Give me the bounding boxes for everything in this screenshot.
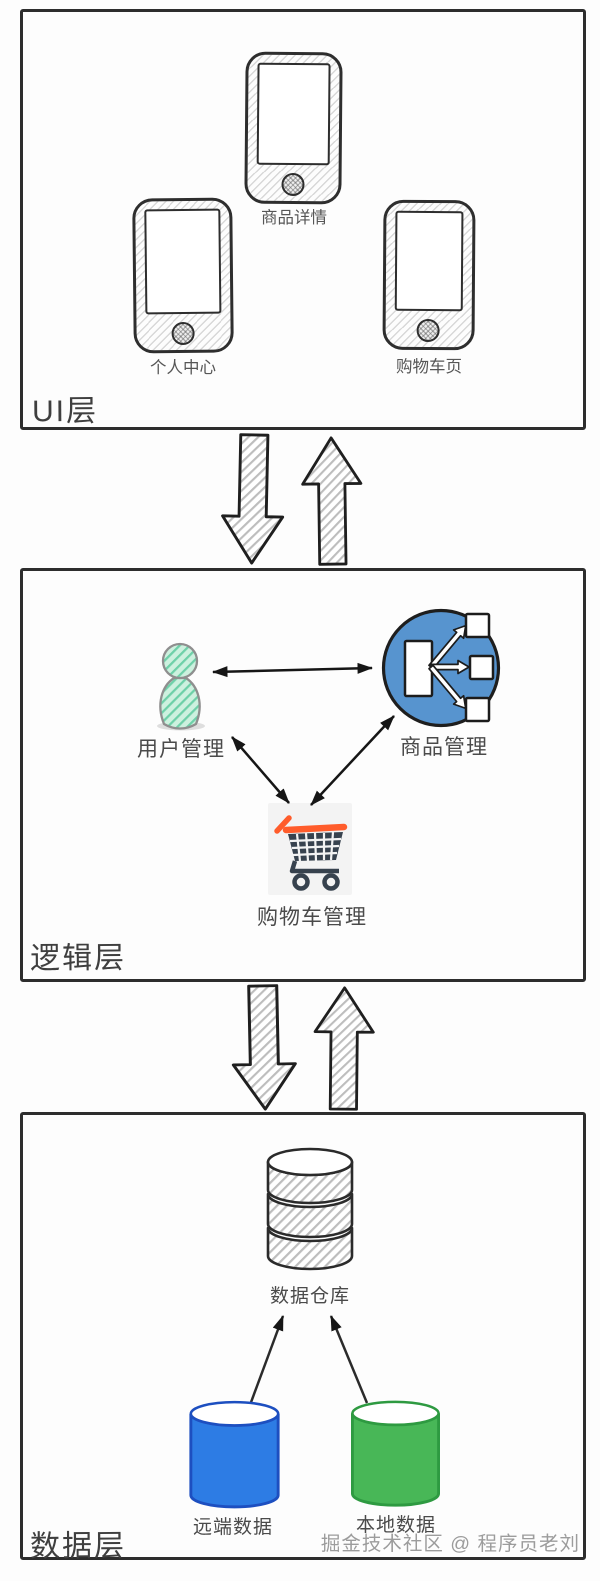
logic-layer-title: 逻辑层 xyxy=(29,941,127,976)
data-connection-arrows xyxy=(248,1315,369,1406)
ui-layer-box xyxy=(20,9,586,430)
watermark: 掘金技术社区 @ 程序员老刘 xyxy=(320,1533,580,1555)
data-layer-title: 数据层 xyxy=(29,1529,127,1564)
logic-layer-box xyxy=(20,568,586,982)
phone-label-product-detail: 商品详情 xyxy=(261,209,327,227)
data-warehouse-label: 数据仓库 xyxy=(269,1286,351,1307)
phone-label-personal-center: 个人中心 xyxy=(150,359,216,377)
phone-screen xyxy=(144,208,222,315)
product-management-label: 商品管理 xyxy=(400,736,488,759)
cart-icon xyxy=(274,815,348,891)
remote-data-label: 远端数据 xyxy=(192,1517,274,1538)
phone-product-detail xyxy=(244,51,343,205)
distribution-icon xyxy=(381,608,501,728)
arrow-user-product xyxy=(212,662,373,678)
phone-label-cart-page: 购物车页 xyxy=(396,358,462,376)
cart-management-label: 购物车管理 xyxy=(257,906,367,929)
arrow-product-cart xyxy=(310,715,395,806)
phone-screen xyxy=(256,62,331,166)
block-arrow-down-icon xyxy=(221,433,285,565)
phone-screen xyxy=(394,210,464,312)
block-arrow-up-icon xyxy=(301,436,363,566)
home-button-icon xyxy=(280,172,305,197)
arrow-user-cart xyxy=(231,736,290,804)
arrow-local-warehouse xyxy=(329,1315,369,1404)
person-icon xyxy=(157,642,205,731)
phone-cart-page xyxy=(382,199,476,351)
local-data-label: 本地数据 xyxy=(355,1515,437,1536)
ui-layer-title: UI层 xyxy=(31,394,99,429)
home-button-icon xyxy=(171,321,195,346)
logic-connection-arrows xyxy=(212,662,395,806)
user-management-label: 用户管理 xyxy=(137,738,225,761)
phone-personal-center xyxy=(132,197,234,354)
database-icon xyxy=(266,1147,354,1271)
block-arrow-down-icon xyxy=(231,984,297,1111)
home-button-icon xyxy=(416,318,440,343)
cylinder-local-icon xyxy=(351,1400,440,1507)
arrow-remote-warehouse xyxy=(248,1315,285,1406)
block-arrow-up-icon xyxy=(313,986,375,1111)
data-layer-box xyxy=(20,1112,586,1560)
cylinder-remote-icon xyxy=(189,1400,280,1509)
